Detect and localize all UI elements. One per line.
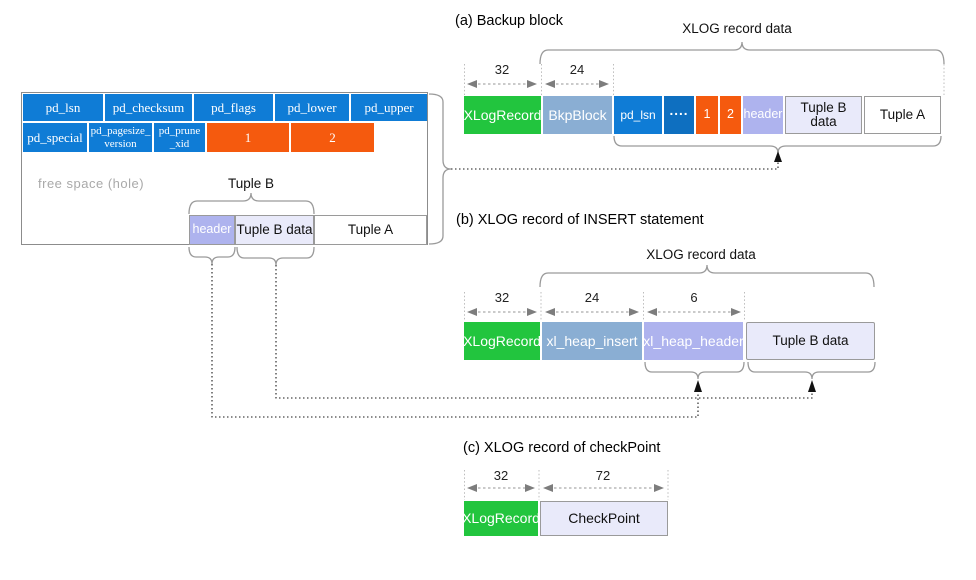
size-label-c-32: 32 (493, 468, 509, 483)
cell-a-tuple-a: Tuple A (864, 96, 941, 134)
cell-a-item-1: 1 (696, 96, 718, 134)
section-c-title: (c) XLOG record of checkPoint (463, 440, 661, 456)
cell-label: XLogRecord (463, 332, 541, 349)
cell-pd-checksum: pd_checksum (105, 94, 192, 121)
size-label-a-24: 24 (569, 62, 585, 77)
cell-b-tuple-b-data: Tuple B data (746, 322, 875, 360)
cell-a-bkpblock: BkpBlock (543, 96, 612, 134)
connector-page-to-backup-block (451, 161, 779, 170)
size-label-c-72: 72 (595, 468, 611, 483)
cell-label: Tuple B data (236, 221, 313, 237)
cell-label: Tuple A (347, 221, 394, 237)
cell-label: xl_heap_header (643, 332, 744, 349)
brace-under-b-tuple-b-data (747, 361, 876, 380)
section-a-title: (a) Backup block (455, 13, 563, 29)
brace-under-xl-heap-header (644, 361, 745, 380)
section-a-xlog-record-data-label: XLOG record data (682, 21, 792, 36)
cell-label: pd_lsn (45, 99, 81, 115)
cell-pd-pagesize-version: pd_pagesize_ version (89, 123, 152, 152)
cell-label: header (192, 222, 232, 237)
cell-label: .... (669, 103, 689, 119)
cell-label: XLogRecord (463, 106, 542, 123)
cell-label: pd_lsn (620, 107, 656, 122)
cell-label: version (104, 137, 137, 150)
cell-label: BkpBlock (548, 106, 607, 123)
brace-a-xlog-record-data (539, 41, 945, 65)
cell-a-header: header (743, 96, 783, 134)
cell-label: 1 (703, 107, 711, 122)
cell-tuple-b-data: Tuple B data (235, 215, 314, 245)
brace-b-xlog-record-data (539, 264, 875, 288)
cell-label: 2 (727, 107, 734, 122)
cell-label: pd_pagesize_ (90, 125, 151, 138)
brace-a-page-content (613, 135, 942, 154)
cell-b-xlogrecord: XLogRecord (463, 322, 541, 360)
cell-label: 2 (329, 129, 336, 145)
brace-under-tuple-b-data (236, 246, 315, 266)
cell-label: pd_upper (364, 99, 414, 115)
cell-label: _xid (169, 137, 190, 150)
cell-pd-upper: pd_upper (351, 94, 427, 121)
cell-pd-special: pd_special (23, 123, 87, 152)
cell-label: Tuple B data (772, 332, 849, 348)
cell-pd-flags: pd_flags (194, 94, 273, 121)
cell-label: Tuple A (879, 106, 926, 122)
cell-c-checkpoint: CheckPoint (540, 501, 668, 536)
cell-label: pd_flags (211, 99, 256, 115)
cell-item-pointer-2: 2 (291, 123, 374, 152)
brace-page-right (428, 93, 452, 245)
cell-label: CheckPoint (568, 510, 640, 527)
cell-label: xl_heap_insert (546, 332, 638, 349)
cell-label: XLogRecord (462, 510, 540, 527)
cell-c-xlogrecord: XLogRecord (462, 501, 540, 536)
size-label-b-24: 24 (584, 290, 600, 305)
cell-item-pointer-1: 1 (207, 123, 289, 152)
size-label-b-6: 6 (690, 290, 698, 305)
cell-label: pd_special (27, 129, 83, 145)
cell-label: pd_checksum (112, 99, 185, 115)
cell-b-xl-heap-insert: xl_heap_insert (542, 322, 642, 360)
cell-tuple-header: header (189, 215, 235, 245)
cell-pd-prune-xid: pd_prune _xid (154, 123, 205, 152)
free-space-label: free space (hole) (38, 176, 145, 191)
section-b-title: (b) XLOG record of INSERT statement (456, 212, 704, 228)
section-b-xlog-record-data-label: XLOG record data (646, 247, 756, 262)
cell-a-ellipsis: .... (664, 96, 694, 134)
cell-tuple-a: Tuple A (314, 215, 427, 245)
cell-label: pd_lower (287, 99, 337, 115)
tuple-b-label: Tuple B (227, 176, 275, 191)
cell-label: pd_prune (158, 125, 201, 138)
brace-under-header (188, 246, 236, 265)
cell-pd-lower: pd_lower (275, 94, 349, 121)
cell-a-xlogrecord: XLogRecord (464, 96, 541, 134)
cell-a-pd-lsn: pd_lsn (614, 96, 662, 134)
size-arrows (467, 80, 741, 492)
size-label-b-32: 32 (494, 290, 510, 305)
cell-label: header (743, 107, 783, 122)
cell-a-tuple-b-data: Tuple B data (785, 96, 862, 134)
cell-label: Tuple B data (800, 99, 847, 129)
size-label-a-32: 32 (494, 62, 510, 77)
cell-b-xl-heap-header: xl_heap_header (643, 322, 744, 360)
cell-label: 1 (244, 129, 252, 145)
cell-a-item-2: 2 (720, 96, 741, 134)
cell-pd-lsn: pd_lsn (23, 94, 103, 121)
